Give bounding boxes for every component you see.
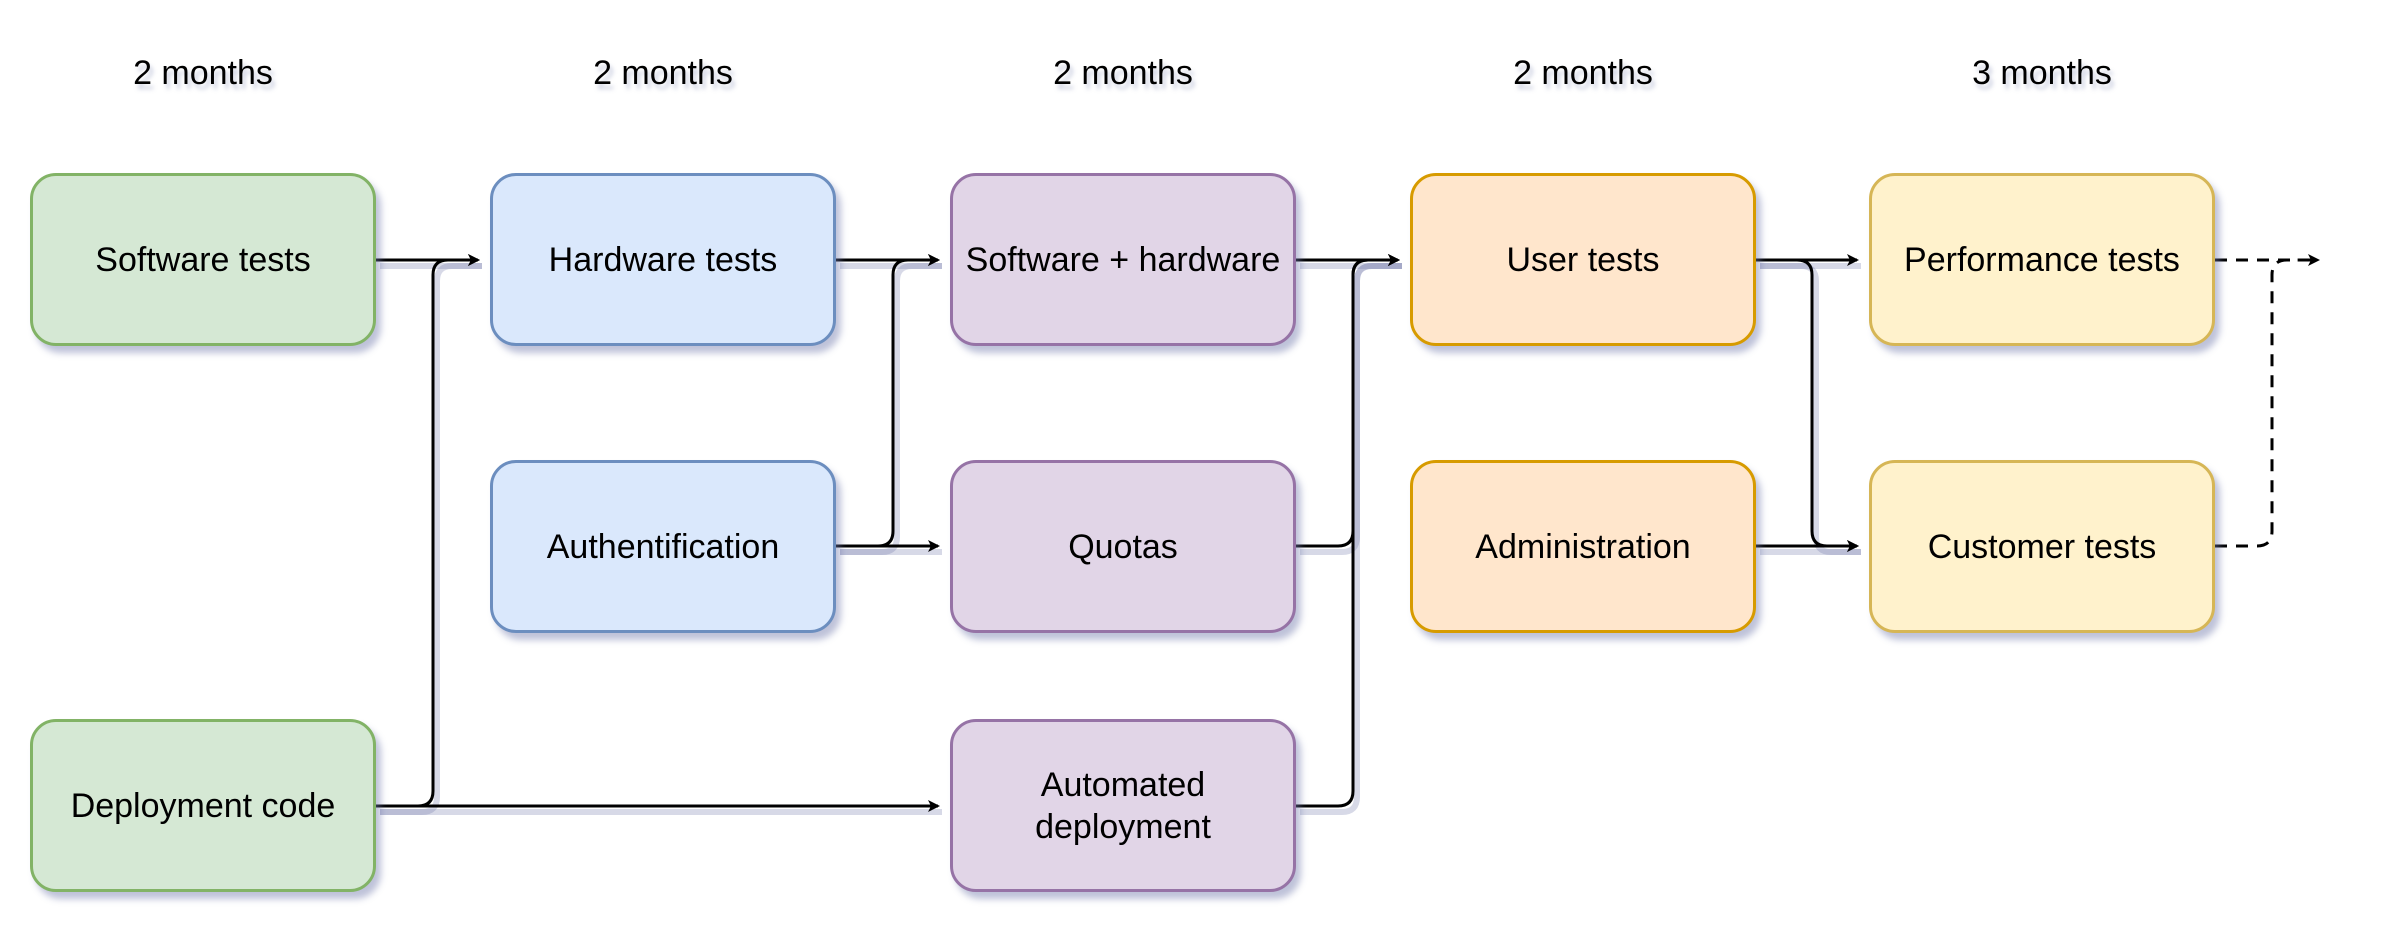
node-label: Quotas xyxy=(1068,527,1178,566)
node-label: Software + hardware xyxy=(965,240,1281,279)
node-label: Customer tests xyxy=(1927,527,2157,566)
node-automated-deployment[interactable]: Automated deployment xyxy=(950,719,1296,892)
node-user-tests[interactable]: User tests xyxy=(1410,173,1756,346)
node-hardware-tests[interactable]: Hardware tests xyxy=(490,173,836,346)
node-quotas[interactable]: Quotas xyxy=(950,460,1296,633)
node-customer-tests[interactable]: Customer tests xyxy=(1869,460,2215,633)
node-deployment-code[interactable]: Deployment code xyxy=(30,719,376,892)
phase-2-duration: 2 months xyxy=(593,54,733,92)
node-label: Administration xyxy=(1475,527,1691,566)
edge-customer-tests-to-next xyxy=(2215,258,2318,548)
node-label: Deployment code xyxy=(70,786,336,825)
node-label: Software tests xyxy=(95,240,311,279)
node-performance-tests[interactable]: Performance tests xyxy=(1869,173,2215,346)
edge-user-tests-to-customer-tests xyxy=(1756,258,1859,552)
edge-deployment-code-to-hardware-tests xyxy=(376,254,480,808)
node-label: Performance tests xyxy=(1904,240,2180,279)
node-label: Authentification xyxy=(546,527,780,566)
node-software-tests[interactable]: Software tests xyxy=(30,173,376,346)
phase-1-duration: 2 months xyxy=(133,54,273,92)
node-software-hardware[interactable]: Software + hardware xyxy=(950,173,1296,346)
node-label: User tests xyxy=(1506,240,1660,279)
edge-authentification-to-software-hardware xyxy=(836,254,940,548)
node-label: Hardware tests xyxy=(548,240,778,279)
phase-3-duration: 2 months xyxy=(1053,54,1193,92)
edge-automated-deployment-to-user-tests xyxy=(1296,254,1400,808)
edge-quotas-to-user-tests xyxy=(1296,254,1400,548)
phase-5-duration: 3 months xyxy=(1972,54,2112,92)
node-administration[interactable]: Administration xyxy=(1410,460,1756,633)
node-authentification[interactable]: Authentification xyxy=(490,460,836,633)
node-label: Automated deployment xyxy=(1035,765,1211,846)
phase-4-duration: 2 months xyxy=(1513,54,1653,92)
